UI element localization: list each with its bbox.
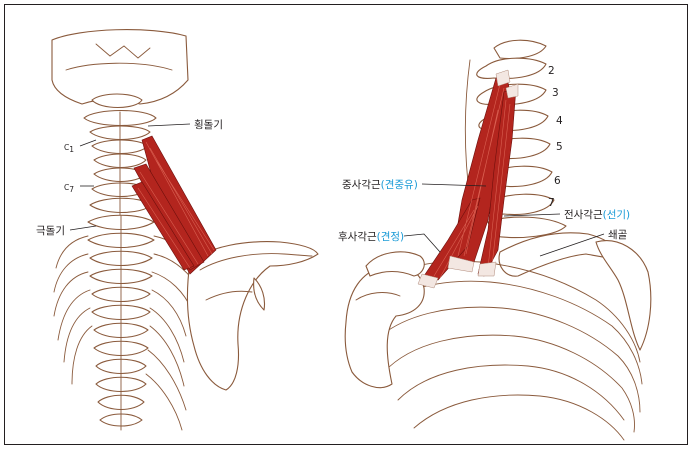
- leader-transverse-process: [147, 123, 191, 127]
- leader-c1: [79, 139, 97, 147]
- scalene-muscle-posterior: [131, 135, 217, 275]
- shoulder-joint: [344, 251, 425, 389]
- leader-clavicle: [539, 233, 605, 257]
- leader-posterior-scalene: [403, 233, 441, 253]
- leader-middle-scalene: [421, 183, 487, 187]
- vertebra-number-6: 6: [554, 175, 561, 187]
- label-clavicle: 쇄골: [608, 229, 628, 241]
- label-spinous-process: 극돌기: [36, 225, 65, 237]
- posterior-scalene: [423, 197, 481, 281]
- label-posterior-scalene: 후사각근(견정): [338, 231, 404, 243]
- vertebra-number-4: 4: [556, 115, 563, 127]
- cervical-vertebrae: [83, 110, 157, 217]
- vertebra-number-3: 3: [552, 87, 559, 99]
- thoracic-spine: [87, 214, 155, 431]
- label-transverse-process: 횡돌기: [194, 118, 223, 131]
- posterior-view: [51, 29, 319, 431]
- label-middle-scalene: 중사각근(견중유): [342, 179, 418, 191]
- figure-frame: [4, 4, 688, 445]
- skull-base: [51, 29, 189, 105]
- leader-spinous-process: [69, 225, 97, 231]
- label-anterior-scalene: 전사각근(선기): [564, 209, 630, 221]
- vertebra-number-5: 5: [556, 141, 563, 153]
- lateral-view: [344, 39, 652, 441]
- label-c7: C7: [64, 183, 74, 194]
- vertebra-number-7: 7: [548, 197, 555, 209]
- leader-anterior-scalene: [503, 213, 561, 217]
- label-c1: C1: [64, 143, 74, 154]
- scapula: [186, 241, 319, 391]
- scalene-muscles-lateral: [417, 69, 519, 289]
- vertebra-number-2: 2: [548, 65, 555, 77]
